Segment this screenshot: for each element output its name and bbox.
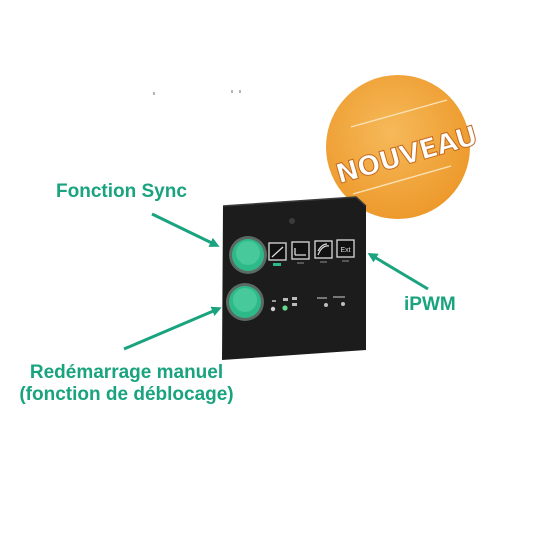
manual-restart-line2: (fonction de déblocage) xyxy=(19,383,234,405)
external-control-icon: Ext xyxy=(336,239,355,262)
speck-dot xyxy=(239,90,241,93)
restart-button[interactable] xyxy=(226,283,264,321)
sync-button[interactable] xyxy=(229,236,267,274)
indicator-lights xyxy=(270,296,345,312)
new-badge-icon xyxy=(326,75,470,219)
manual-restart-label: Redémarrage manuel (fonction de déblocag… xyxy=(0,362,253,406)
speck-dot xyxy=(153,92,155,95)
speck-dot xyxy=(231,90,233,93)
ipwm-label: iPWM xyxy=(404,294,456,315)
external-control-label: Ext xyxy=(340,247,350,254)
sync-function-label: Fonction Sync xyxy=(56,181,187,202)
constant-pressure-icon xyxy=(268,242,287,266)
autoadapt-icon xyxy=(314,240,333,263)
status-led xyxy=(289,218,295,224)
panel-body xyxy=(222,197,366,360)
constant-speed-icon xyxy=(291,241,310,264)
manual-restart-line1: Redémarrage manuel xyxy=(29,362,224,383)
